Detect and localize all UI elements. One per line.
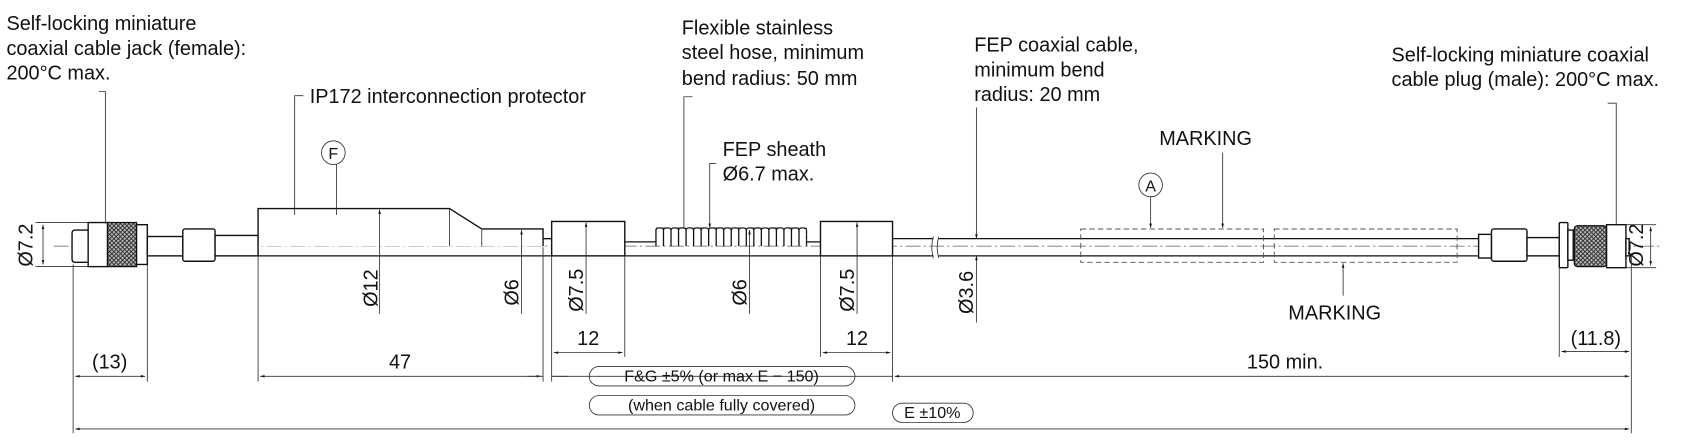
ref-a-label: A [1145, 177, 1156, 195]
dim-protector-end-diameter: Ø6 [501, 230, 523, 314]
dim-protector-length: 47 [260, 352, 568, 378]
callout-hose-line-3: bend radius: 50 mm [682, 68, 858, 90]
dim-tube1-diameter: Ø7.5 [566, 222, 588, 314]
fg-tolerance-label: F&G ±5% (or max E − 150) [624, 368, 819, 386]
protector-diameter-label: Ø12 [360, 269, 382, 307]
total-length-label: E ±10% [904, 404, 960, 422]
dim-jack-diameter: Ø7.2 [15, 222, 89, 268]
callout-marking-top: MARKING [1159, 128, 1252, 228]
callout-marking-bottom: MARKING [1288, 263, 1381, 324]
tube-1 [550, 220, 626, 257]
tube2-diameter-label: Ø7.5 [837, 269, 859, 312]
callout-hose-line-2: steel hose, minimum [682, 42, 864, 64]
marking-top-label: MARKING [1159, 128, 1252, 150]
marking-bottom-label: MARKING [1288, 302, 1381, 324]
tube1-length-label: 12 [577, 328, 599, 350]
dim-cable-diameter: Ø3.6 [956, 107, 978, 323]
callout-hose: Flexible stainless steel hose, minimum b… [682, 17, 864, 228]
dim-jack-length: (13) [75, 352, 146, 378]
dim-cable-length: 150 min. [894, 352, 1630, 378]
callout-plug: Self-locking miniature coaxial cable plu… [1392, 44, 1660, 226]
jack-connector [71, 221, 259, 268]
callout-cable-line-3: radius: 20 mm [974, 84, 1100, 106]
plug-connector [1477, 221, 1630, 269]
dim-protector-diameter: Ø12 [360, 209, 382, 314]
callout-protector-text: IP172 interconnection protector [310, 86, 587, 108]
dim-plug-diameter: Ø7.2 [1625, 224, 1657, 269]
marking-sleeve-2 [1273, 228, 1458, 263]
tube-2 [819, 220, 894, 257]
plug-diameter-label: Ø7.2 [1626, 224, 1648, 267]
callout-sheath-line-2: Ø6.7 max. [723, 164, 815, 186]
callout-protector: IP172 interconnection protector [294, 86, 587, 216]
protector-end-diameter-label: Ø6 [501, 279, 523, 306]
plug-length-label: (11.8) [1571, 328, 1621, 350]
callout-sheath: FEP sheath Ø6.7 max. [708, 139, 827, 228]
callout-cable-line-1: FEP coaxial cable, [974, 35, 1138, 57]
callout-sheath-line-1: FEP sheath [723, 139, 827, 161]
jack-diameter-label: Ø7.2 [15, 224, 37, 267]
dim-tube2-length: 12 [822, 328, 891, 354]
callout-jack-line-2: coaxial cable jack (female): [6, 38, 246, 60]
interconnection-protector [257, 207, 544, 247]
tube1-diameter-label: Ø7.5 [566, 269, 588, 312]
callout-hose-line-1: Flexible stainless [682, 17, 833, 39]
coax-cable [892, 238, 1479, 257]
callout-cable-line-2: minimum bend [974, 59, 1104, 81]
hose-sheath-outline [655, 227, 807, 247]
callout-jack: Self-locking miniature coaxial cable jac… [6, 13, 246, 224]
dim-tube1-length: 12 [553, 328, 623, 354]
callout-plug-line-1: Self-locking miniature coaxial [1392, 44, 1649, 66]
dim-hose-diameter: Ø6 [729, 230, 751, 314]
dim-tube2-diameter: Ø7.5 [837, 222, 859, 314]
callout-plug-line-2: cable plug (male): 200°C max. [1392, 69, 1660, 91]
cable-min-length-label: 150 min. [1247, 352, 1323, 374]
protector-length-label: 47 [389, 352, 411, 374]
callout-cable: FEP coaxial cable, minimum bend radius: … [974, 35, 1138, 106]
dim-plug-length: (11.8) [1561, 328, 1630, 353]
marking-sleeve-1 [1080, 228, 1265, 263]
dim-total-length: E ±10% [75, 402, 1630, 431]
cable-diameter-label: Ø3.6 [956, 271, 978, 314]
jack-length-label: (13) [92, 352, 127, 374]
dim-fg-length: F&G ±5% (or max E − 150) (when cable ful… [551, 366, 893, 416]
tube2-length-label: 12 [846, 328, 868, 350]
callout-jack-line-1: Self-locking miniature [6, 13, 196, 35]
hose-diameter-label: Ø6 [729, 279, 751, 306]
fg-note-label: (when cable fully covered) [628, 397, 815, 415]
callout-jack-line-3: 200°C max. [6, 63, 110, 85]
reference-a: A [1138, 172, 1163, 228]
reference-f: F [321, 140, 346, 216]
ref-f-label: F [328, 145, 338, 163]
flexible-hose [655, 227, 808, 247]
hose-corrugation [655, 227, 808, 247]
